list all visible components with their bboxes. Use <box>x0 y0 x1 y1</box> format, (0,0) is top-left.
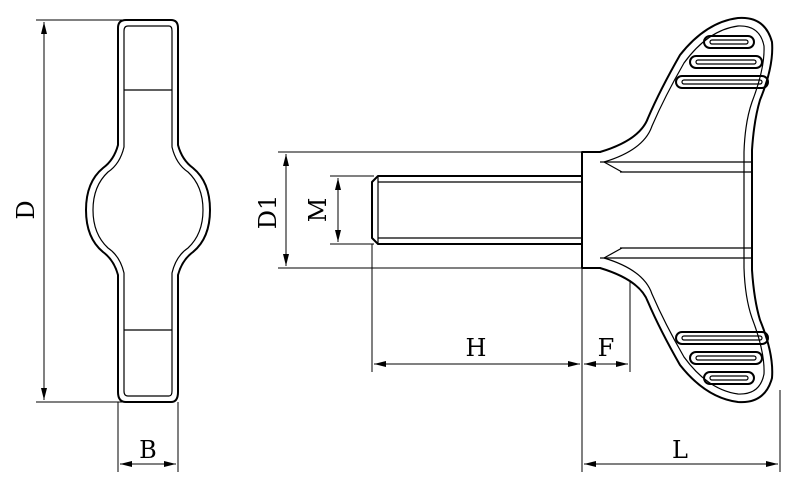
dim-h-label: H <box>466 334 487 362</box>
thread-shaft <box>371 175 583 245</box>
end-view: D B <box>12 19 211 472</box>
wing-inner-outline <box>603 25 765 395</box>
dim-d-label: D <box>12 200 40 219</box>
grip-slots-top <box>675 35 769 89</box>
end-view-inner-outline <box>92 25 204 397</box>
end-view-outline <box>85 19 211 403</box>
hub-fillet-bottom <box>603 247 623 259</box>
side-view: D1 M H F L <box>254 16 781 472</box>
dim-b-label: B <box>139 436 157 464</box>
dim-f-label: F <box>598 334 615 362</box>
hub-collar <box>581 151 601 269</box>
dim-d1-label: D1 <box>254 195 282 230</box>
grip-slots-bottom <box>675 331 769 385</box>
dim-m-label: M <box>304 198 332 223</box>
hub-fillet-top <box>603 161 623 173</box>
dim-l-label: L <box>672 436 688 464</box>
wing-outline <box>599 16 774 404</box>
